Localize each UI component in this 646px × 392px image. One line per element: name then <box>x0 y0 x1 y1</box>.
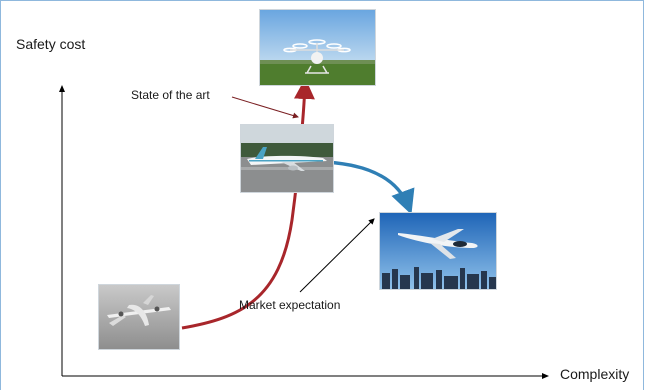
state-of-the-art-curve <box>181 78 315 330</box>
state-of-the-art-pointer <box>231 96 299 119</box>
modern-jet-airliner-photo <box>240 124 334 193</box>
evtol-multicopter-photo <box>259 9 376 86</box>
market-expectation-label: Market expectation <box>239 298 341 312</box>
y-axis-label: Safety cost <box>16 36 86 52</box>
market-expectation-pointer <box>299 218 375 293</box>
evtol-jet-aircraft-over-city-photo <box>379 212 497 290</box>
x-axis-label: Complexity <box>560 366 630 382</box>
state-of-the-art-label: State of the art <box>131 88 210 102</box>
vintage-propeller-airliner-photo <box>98 284 180 350</box>
